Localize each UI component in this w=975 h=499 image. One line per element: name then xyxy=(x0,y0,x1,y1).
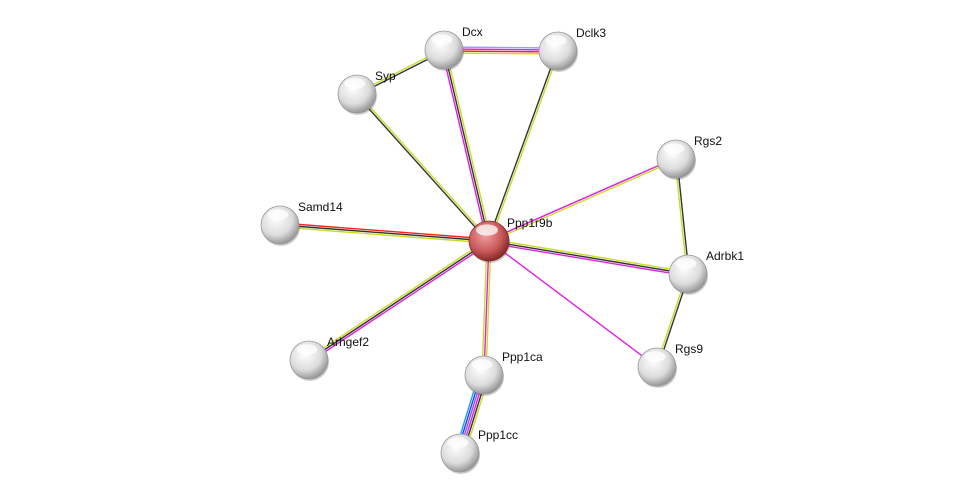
edge-evidence-line xyxy=(489,238,689,273)
node-ppp1ca[interactable]: Ppp1ca xyxy=(464,350,543,396)
edge-evidence-line xyxy=(443,49,490,242)
edge-ppp1r9b-ppp1ca[interactable] xyxy=(481,240,492,376)
node-label: Rgs2 xyxy=(694,134,722,148)
node-highlight xyxy=(267,209,289,220)
node-highlight xyxy=(344,78,366,89)
edge-evidence-line xyxy=(355,94,489,243)
node-dcx[interactable]: Dcx xyxy=(424,25,483,71)
edge-evidence-line xyxy=(488,157,676,241)
node-label: Arhgef2 xyxy=(327,335,369,349)
edge-evidence-line xyxy=(488,240,658,368)
edge-evidence-line xyxy=(489,51,560,242)
edge-evidence-line xyxy=(279,224,490,242)
node-label: Samd14 xyxy=(298,200,343,214)
edge-ppp1r9b-adrbk1[interactable] xyxy=(488,238,689,277)
node-label: Ppp1cc xyxy=(478,428,518,442)
edge-evidence-line xyxy=(441,50,488,242)
edge-ppp1r9b-dclk3[interactable] xyxy=(487,50,560,242)
edge-evidence-line xyxy=(279,226,489,244)
node-highlight xyxy=(663,143,685,154)
edge-evidence-line xyxy=(357,92,491,241)
node-highlight xyxy=(471,359,493,370)
edge-evidence-line xyxy=(483,240,490,376)
edge-evidence-line xyxy=(280,222,490,240)
edge-ppp1r9b-arhgef2[interactable] xyxy=(307,238,491,363)
node-highlight xyxy=(296,344,318,355)
node-samd14[interactable]: Samd14 xyxy=(260,200,343,246)
node-highlight xyxy=(675,258,697,269)
edge-evidence-line xyxy=(488,242,688,277)
edge-evidence-line xyxy=(487,50,558,241)
node-highlight xyxy=(476,224,498,236)
node-highlight xyxy=(545,35,567,46)
node-highlight xyxy=(447,437,469,448)
edge-evidence-line xyxy=(485,241,492,376)
node-highlight xyxy=(644,351,666,362)
node-ppp1r9b[interactable]: Ppp1r9b xyxy=(468,216,553,263)
node-arhgef2[interactable]: Arhgef2 xyxy=(289,335,369,381)
node-adrbk1[interactable]: Adrbk1 xyxy=(668,249,744,295)
edge-evidence-line xyxy=(308,240,490,361)
edge-evidence-line xyxy=(309,242,491,363)
edge-evidence-line xyxy=(307,238,489,359)
node-syp[interactable]: Syp xyxy=(337,69,396,115)
node-label: Dcx xyxy=(462,25,483,39)
node-label: Ppp1r9b xyxy=(507,216,553,230)
node-label: Syp xyxy=(375,69,396,83)
node-label: Adrbk1 xyxy=(706,249,744,263)
node-rgs2[interactable]: Rgs2 xyxy=(656,134,722,180)
edge-ppp1r9b-syp[interactable] xyxy=(355,92,491,243)
node-rgs9[interactable]: Rgs9 xyxy=(637,342,703,388)
node-dclk3[interactable]: Dclk3 xyxy=(538,26,606,72)
edge-evidence-line xyxy=(445,49,492,241)
node-ppp1cc[interactable]: Ppp1cc xyxy=(440,428,518,474)
edge-ppp1r9b-rgs2[interactable] xyxy=(488,157,677,243)
node-label: Dclk3 xyxy=(576,26,606,40)
edge-evidence-line xyxy=(489,159,677,243)
node-label: Ppp1ca xyxy=(502,350,543,364)
node-label: Rgs9 xyxy=(675,342,703,356)
edge-evidence-line xyxy=(488,240,689,275)
edge-evidence-line xyxy=(481,240,488,375)
edge-ppp1r9b-samd14[interactable] xyxy=(279,222,490,244)
edge-ppp1r9b-rgs9[interactable] xyxy=(488,240,658,368)
node-highlight xyxy=(431,34,453,45)
edge-ppp1r9b-dcx[interactable] xyxy=(441,49,492,242)
